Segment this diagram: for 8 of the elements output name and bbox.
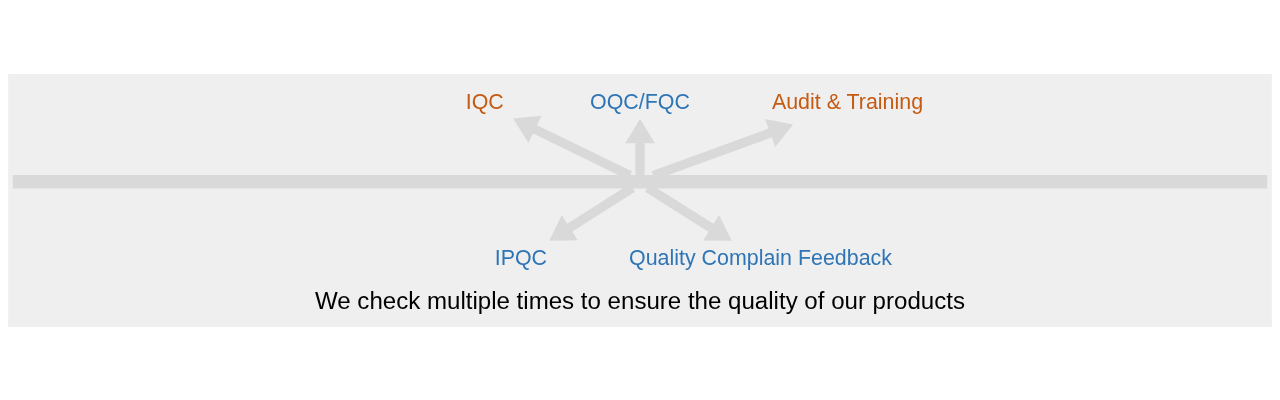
node-text: IPQC (494, 245, 548, 270)
caption: We check multiple times to ensure the quality of our products (315, 286, 965, 314)
node-bar (12, 174, 1268, 188)
arrow (625, 118, 655, 175)
node-text: IQC (465, 89, 504, 114)
node-text: Quality Complain Feedback (629, 245, 892, 270)
node-text: OQC/FQC (590, 89, 690, 114)
node-text: Audit & Training (771, 89, 924, 114)
